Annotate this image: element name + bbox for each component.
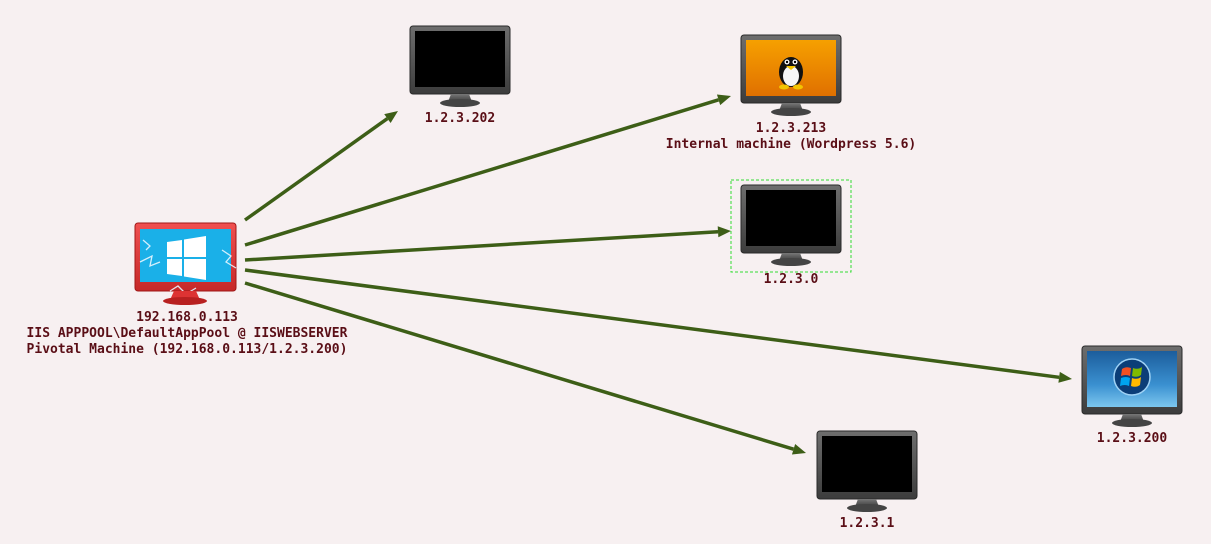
node-1-2-3-213-monitor[interactable] xyxy=(740,34,842,116)
edge-line-n1 xyxy=(244,281,795,451)
pivot-user-label: IIS APPPOOL\DefaultAppPool @ IISWEBSERVE… xyxy=(26,326,348,341)
node-1-2-3-200-label: 1.2.3.200 xyxy=(1097,431,1167,447)
edge-line-n202 xyxy=(243,117,389,222)
edge-line-n0 xyxy=(244,230,719,262)
edges-layer xyxy=(243,94,1072,455)
windows-7-logo-icon xyxy=(1113,358,1151,396)
pivot-ip-label: 192.168.0.113 xyxy=(136,310,238,325)
edge-arrowhead-n1 xyxy=(791,443,806,455)
node-1-2-3-0-label: 1.2.3.0 xyxy=(764,272,819,288)
node-1-2-3-202-monitor[interactable] xyxy=(409,25,511,107)
node-1-2-3-213-label: 1.2.3.213 Internal machine (Wordpress 5.… xyxy=(666,121,916,153)
edge-arrowhead-n200 xyxy=(1058,371,1072,383)
node-ip-label: 1.2.3.1 xyxy=(839,516,895,531)
windows-logo-icon xyxy=(167,236,206,280)
node-1-2-3-0-monitor[interactable] xyxy=(730,179,852,273)
selection-box xyxy=(730,179,852,273)
node-1-2-3-200-monitor[interactable] xyxy=(1081,345,1183,427)
edge-arrowhead-n202 xyxy=(384,111,398,124)
node-ip-label: 1.2.3.0 xyxy=(763,272,819,287)
pivot-label: 192.168.0.113 IIS APPPOOL\DefaultAppPool… xyxy=(27,310,348,358)
node-ip-label: 1.2.3.200 xyxy=(1096,431,1168,446)
pivot-role-label: Pivotal Machine (192.168.0.113/1.2.3.200… xyxy=(26,342,348,357)
edge-line-n213 xyxy=(244,98,720,247)
pivot-machine[interactable] xyxy=(134,222,237,305)
edge-arrowhead-n0 xyxy=(717,226,731,238)
edge-line-n200 xyxy=(244,268,1060,380)
node-description-label: Internal machine (Wordpress 5.6) xyxy=(665,137,917,152)
node-1-2-3-202-label: 1.2.3.202 xyxy=(425,111,495,127)
linux-tux-icon xyxy=(779,57,803,90)
edge-arrowhead-n213 xyxy=(716,94,731,106)
node-ip-label: 1.2.3.213 xyxy=(755,121,827,136)
node-1-2-3-1-label: 1.2.3.1 xyxy=(840,516,895,532)
node-ip-label: 1.2.3.202 xyxy=(424,111,496,126)
node-1-2-3-1-monitor[interactable] xyxy=(816,430,918,512)
